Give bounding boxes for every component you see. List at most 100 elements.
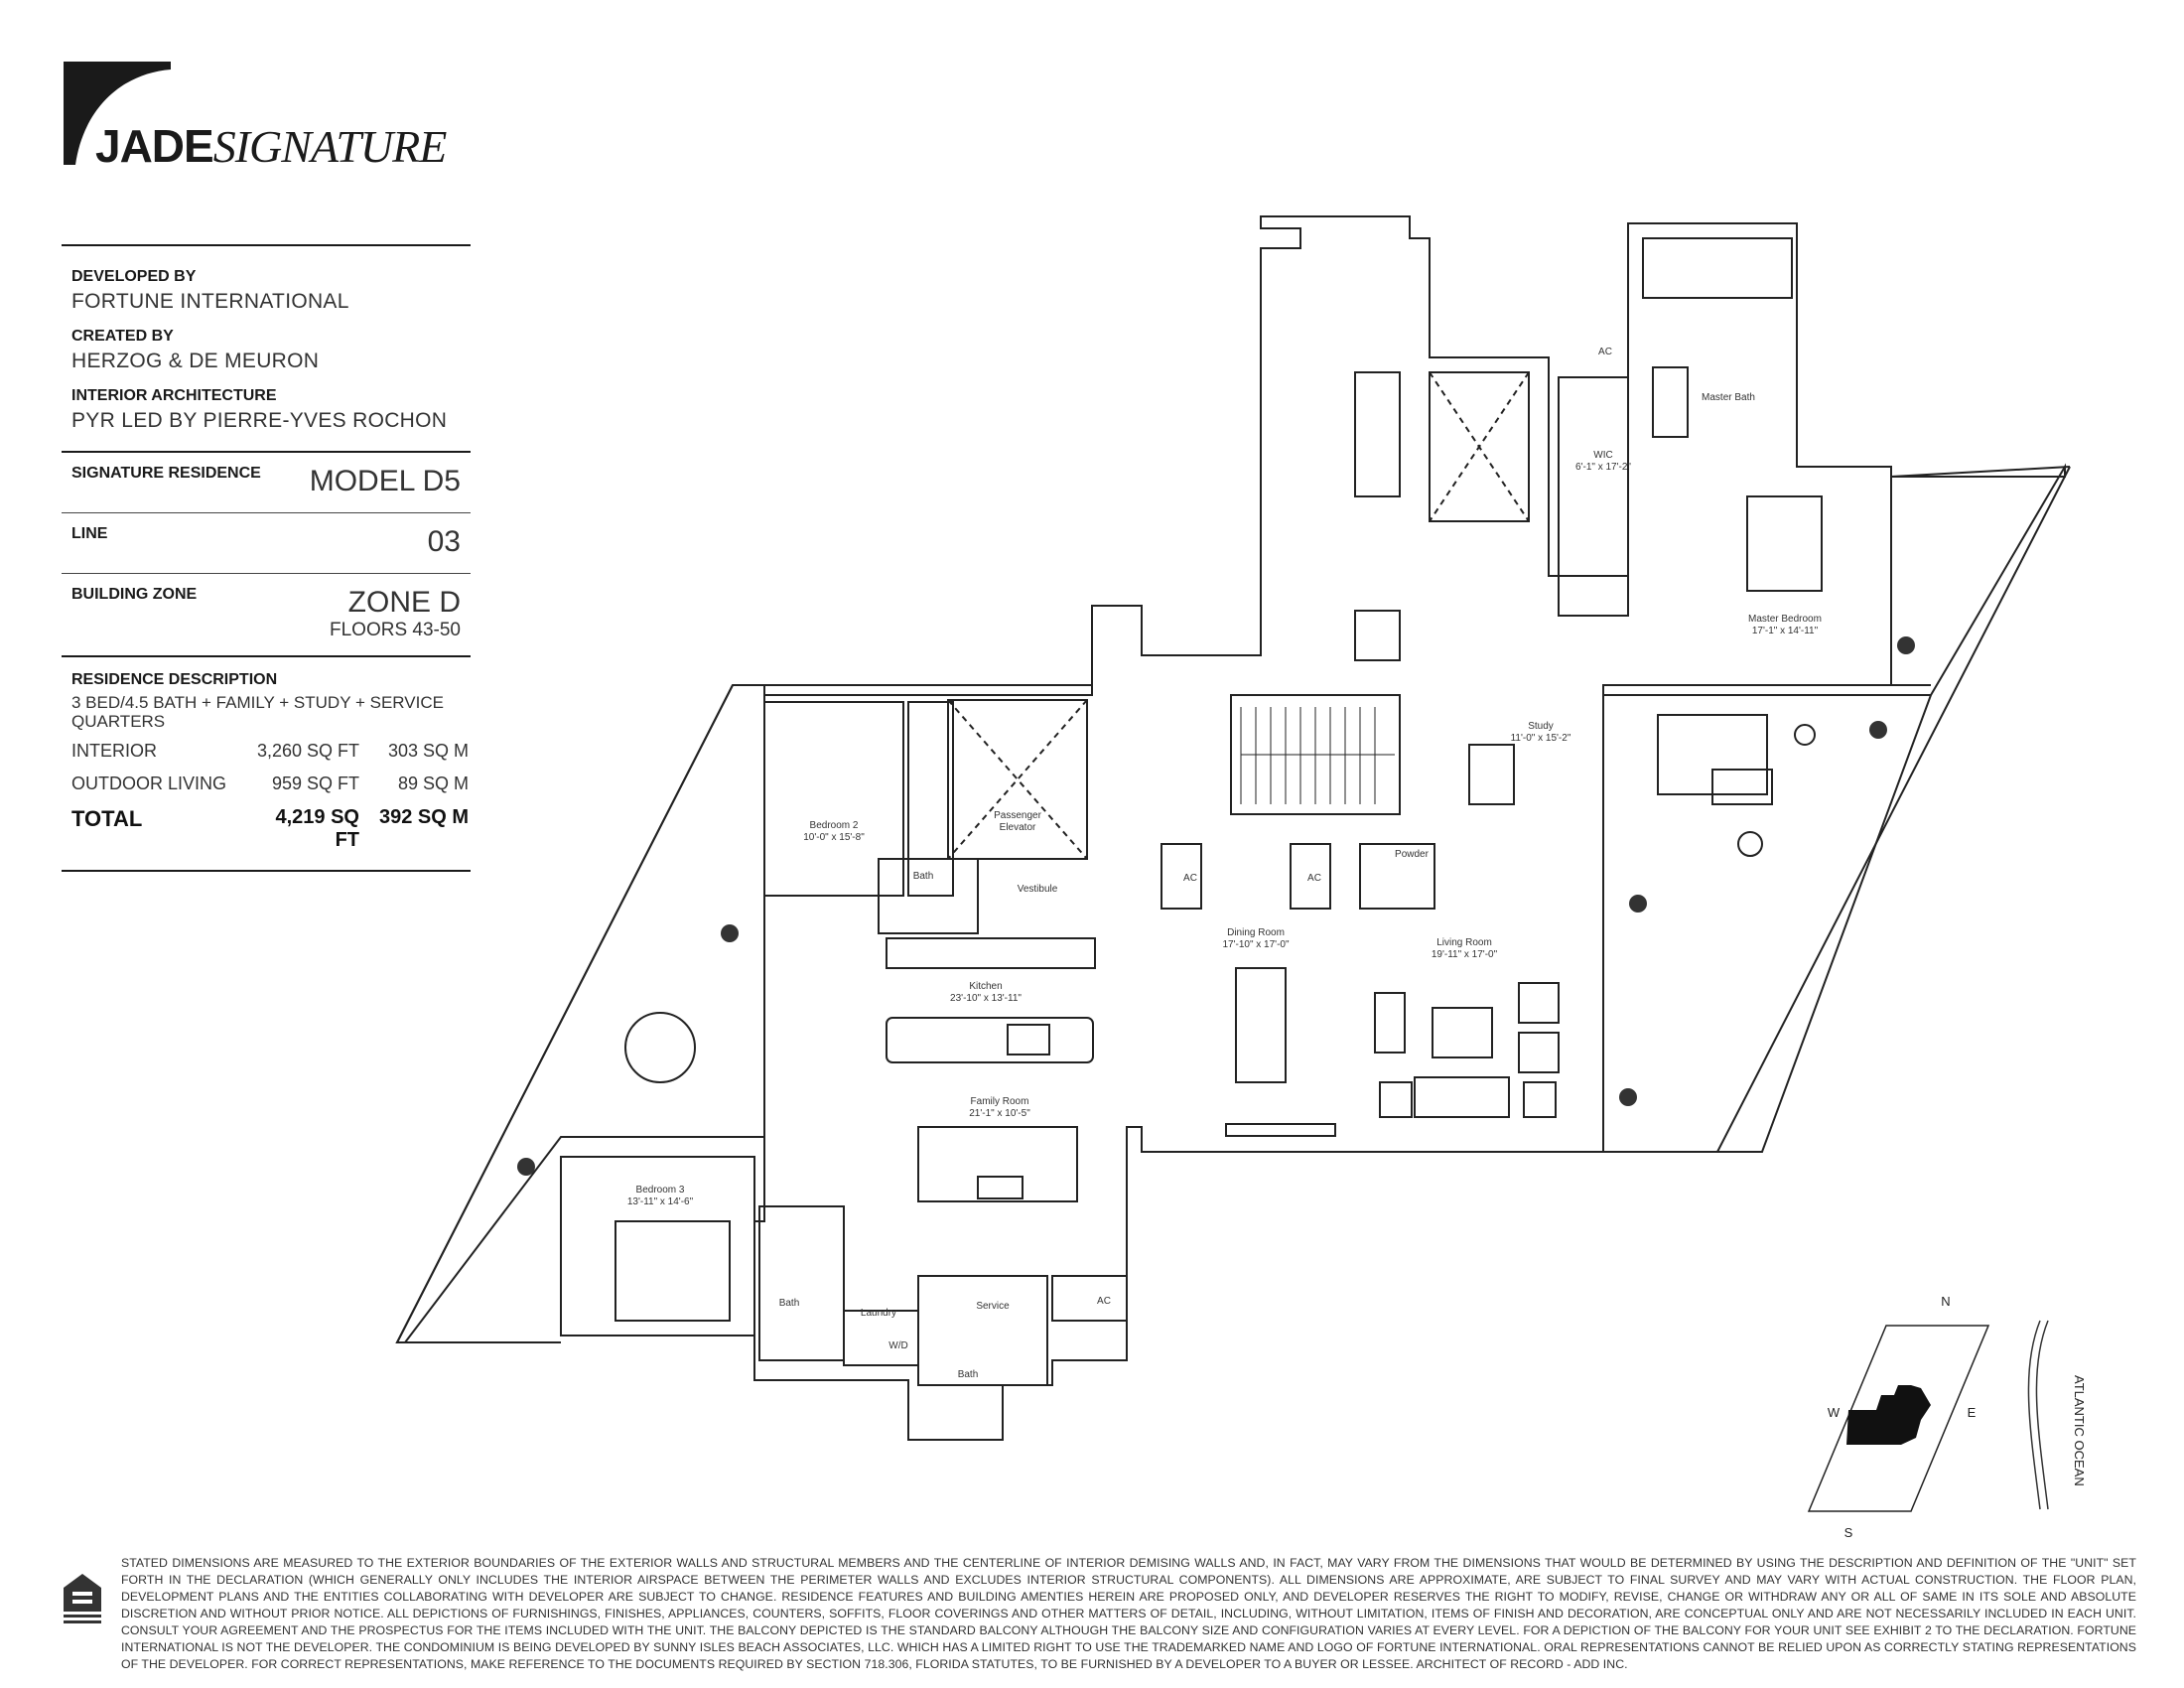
zone-value-block: ZONE D FLOORS 43-50: [330, 586, 461, 641]
divider: [62, 451, 471, 453]
area-sqm: 303 SQ M: [387, 741, 469, 761]
line-label: LINE: [71, 525, 108, 542]
room-dims: 19'-11" x 17'-0": [1432, 949, 1498, 960]
living-chair: [1379, 1081, 1413, 1118]
area-name: INTERIOR: [71, 741, 158, 761]
zone-row: BUILDING ZONE ZONE D FLOORS 43-50: [62, 574, 471, 655]
room-labels: Bedroom 2 10'-0" x 15'-8" Passenger Elev…: [627, 347, 1822, 1380]
compass-s: S: [1844, 1525, 1853, 1540]
compass-n: N: [1941, 1294, 1950, 1309]
description-text: 3 BED/4.5 BATH + FAMILY + STUDY + SERVIC…: [71, 693, 444, 731]
room-name: Powder: [1395, 849, 1430, 860]
zone-label: BUILDING ZONE: [71, 586, 198, 603]
room-name: Elevator: [1000, 822, 1036, 833]
divider: [62, 573, 471, 574]
living-chair: [1518, 1032, 1560, 1073]
study-desk: [1468, 744, 1515, 805]
credits: DEVELOPED BY FORTUNE INTERNATIONAL CREAT…: [62, 246, 471, 451]
elevator-cross-2: [947, 699, 1088, 860]
total-sqm: 392 SQ M: [378, 806, 469, 828]
credit-value: FORTUNE INTERNATIONAL: [71, 290, 349, 313]
master-tub: [1652, 366, 1689, 438]
line-row: LINE 03: [62, 513, 471, 573]
logo-signature: SIGNATURE: [212, 121, 448, 172]
total-name: TOTAL: [71, 806, 143, 831]
shoreline: [2035, 1320, 2049, 1510]
room-name: Laundry: [861, 1308, 896, 1319]
room-dims: 17'-10" x 17'-0": [1222, 939, 1290, 950]
living-sofa: [1414, 1076, 1510, 1118]
room-name: Bath: [779, 1298, 800, 1309]
kitchen-island: [886, 1017, 1094, 1063]
plant-icon: [1897, 636, 1915, 654]
plant-icon: [517, 1158, 535, 1176]
unit-outline: [753, 215, 1892, 1441]
credit-creator: CREATED BY HERZOG & DE MEURON: [71, 328, 461, 373]
living-chair: [1518, 982, 1560, 1024]
east-terrace-outline: [1603, 463, 2066, 1153]
plants: [517, 636, 1915, 1176]
room-name: Passenger: [994, 810, 1041, 821]
room-dims: 13'-11" x 14'-6": [627, 1196, 694, 1207]
room-dims: 11'-0" x 15'-2": [1511, 733, 1571, 744]
compass-w: W: [1828, 1405, 1841, 1420]
ac-service-box: [1051, 1275, 1128, 1322]
key-plan: N S E W ATLANTIC OCEAN: [1807, 1294, 2087, 1540]
room-name: W/D: [888, 1340, 907, 1351]
area-row-total: TOTAL 4,219 SQ FT 392 SQ M: [71, 804, 469, 854]
room-dims: 6'-1" x 17'-2": [1575, 462, 1631, 473]
zone-floors: FLOORS 43-50: [330, 620, 461, 640]
terrace-round-table: [624, 1012, 696, 1083]
area-sqm: 89 SQ M: [397, 774, 469, 793]
terrace-side-table: [1794, 724, 1816, 746]
bedroom-2-walls: [763, 701, 904, 897]
trash-chute: [1354, 610, 1401, 661]
residence-row: SIGNATURE RESIDENCE MODEL D5: [62, 453, 471, 512]
service-elevator: [1429, 371, 1530, 522]
east-terrace-top: [1890, 466, 2071, 478]
plant-icon: [1619, 1088, 1637, 1106]
divider: [62, 870, 471, 872]
residence-label: SIGNATURE RESIDENCE: [71, 465, 261, 482]
living-chair: [1374, 992, 1406, 1054]
cooktop: [1007, 1024, 1050, 1055]
credit-value: PYR LED BY PIERRE-YVES ROCHON: [71, 409, 448, 432]
line-value: 03: [427, 525, 461, 558]
shoreline: [2027, 1320, 2041, 1510]
bedroom-3-walls: [560, 1156, 755, 1336]
room-dims: 10'-0" x 15'-8": [803, 832, 865, 843]
credit-label: INTERIOR ARCHITECTURE: [71, 387, 277, 404]
west-terrace-outline: [395, 684, 765, 1343]
elevator-shaft: [947, 699, 1088, 860]
room-name: Vestibule: [1018, 884, 1058, 895]
legal-disclaimer: STATED DIMENSIONS ARE MEASURED TO THE EX…: [121, 1556, 2136, 1671]
divider: [62, 512, 471, 513]
room-name: AC: [1307, 873, 1321, 884]
divider: [62, 244, 471, 246]
room-name: Master Bedroom: [1748, 614, 1822, 625]
master-bed: [1746, 495, 1823, 592]
equal-housing-icon: [64, 1574, 101, 1623]
closet-b2: [907, 701, 954, 897]
room-name: Bedroom 2: [810, 820, 859, 831]
residence-model: MODEL D5: [309, 465, 461, 497]
area-sqft: 959 SQ FT: [271, 774, 359, 793]
ocean-label: ATLANTIC OCEAN: [2072, 1375, 2087, 1486]
room-name: AC: [1183, 873, 1197, 884]
total-sqft: 4,219 SQ FT: [275, 806, 359, 851]
window-bench: [1225, 1123, 1336, 1137]
floor-plan: Bedroom 2 10'-0" x 15'-8" Passenger Elev…: [395, 215, 2087, 1540]
room-name: Dining Room: [1227, 927, 1285, 938]
bath-b3-walls: [758, 1205, 845, 1361]
logo-jade: JADE: [95, 120, 214, 172]
terrace-side-table: [1737, 831, 1763, 857]
plant-icon: [721, 924, 739, 942]
plant-icon: [1869, 721, 1887, 739]
family-sofa: [917, 1126, 1078, 1202]
round-furniture: [624, 724, 1816, 1083]
ac-box-2: [1290, 843, 1331, 910]
east-terrace-edge: [1716, 466, 2071, 1153]
stair-treads: [1240, 707, 1395, 804]
residence-description: RESIDENCE DESCRIPTION 3 BED/4.5 BATH + F…: [62, 657, 471, 864]
terrace-table: [1711, 769, 1773, 805]
